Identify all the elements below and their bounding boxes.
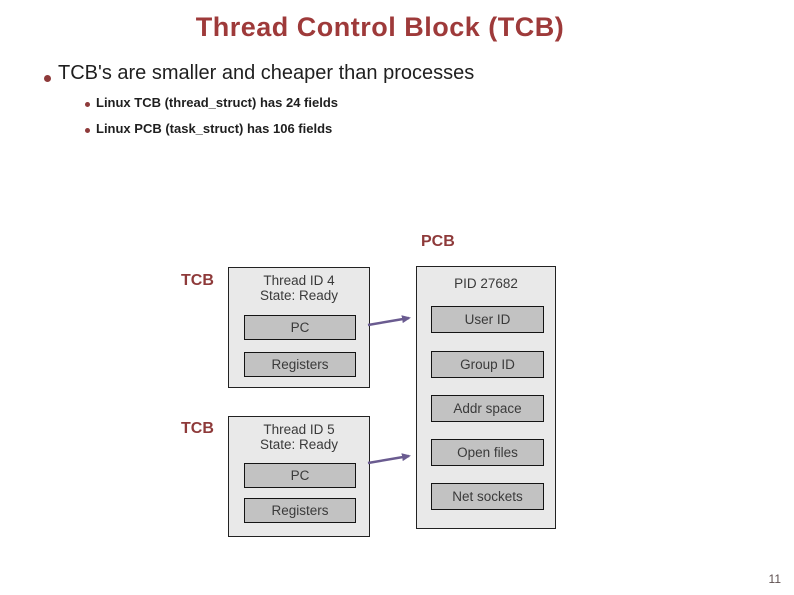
tcb2-thread-id: Thread ID 5 — [263, 422, 335, 437]
tcb1-registers-field: Registers — [244, 352, 356, 377]
tcb-label-1: TCB — [181, 272, 214, 289]
arrow-icon — [367, 315, 411, 327]
bullet-dot-icon — [85, 102, 90, 107]
bullet-level1: TCB's are smaller and cheaper than proce… — [58, 62, 475, 84]
pcb-open-files-field: Open files — [431, 439, 544, 466]
pcb-group-id-field: Group ID — [431, 351, 544, 378]
tcb2-pc-field: PC — [244, 463, 356, 488]
pcb-heading-label: PCB — [421, 233, 455, 250]
tcb1-state: State: Ready — [259, 288, 339, 303]
tcb-box-2: Thread ID 5 State: Ready PC Registers — [228, 416, 370, 537]
bullet-dot-icon — [44, 75, 51, 82]
tcb1-thread-id: Thread ID 4 — [263, 273, 335, 288]
bullet-level2-pcb: Linux PCB (task_struct) has 106 fields — [96, 121, 333, 136]
pcb-pid: PID 27682 — [454, 276, 518, 291]
arrow-icon — [367, 453, 411, 465]
tcb-box-1: Thread ID 4 State: Ready PC Registers — [228, 267, 370, 388]
tcb2-registers-field: Registers — [244, 498, 356, 523]
page-number: 11 — [768, 572, 781, 586]
tcb1-pc-field: PC — [244, 315, 356, 340]
pcb-user-id-field: User ID — [431, 306, 544, 333]
bullet-dot-icon — [85, 128, 90, 133]
bullet-level2-tcb: Linux TCB (thread_struct) has 24 fields — [96, 95, 338, 110]
tcb-label-2: TCB — [181, 420, 214, 437]
pcb-net-sockets-field: Net sockets — [431, 483, 544, 510]
pcb-addr-space-field: Addr space — [431, 395, 544, 422]
tcb2-state: State: Ready — [259, 437, 339, 452]
slide-title: Thread Control Block (TCB) — [195, 12, 565, 42]
pcb-box: PID 27682 User ID Group ID Addr space Op… — [416, 266, 556, 529]
